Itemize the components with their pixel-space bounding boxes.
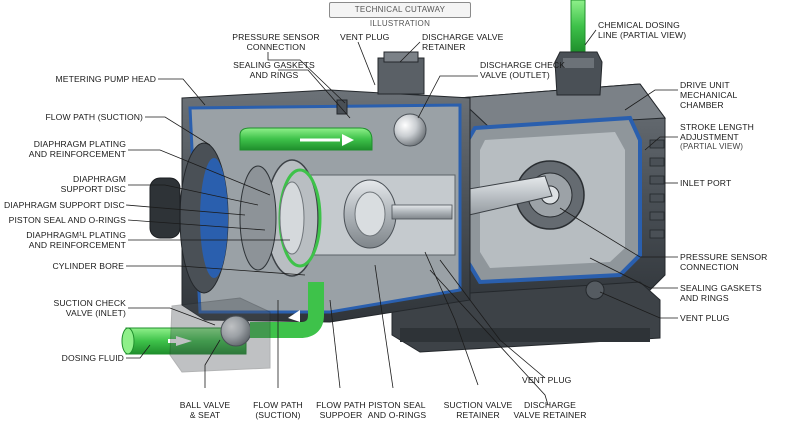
leader-lines	[125, 29, 678, 406]
label-vent-plug-right: VENT PLUG	[680, 313, 730, 323]
label-suction-valve-retainer: SUCTION VALVE RETAINER	[443, 400, 513, 420]
label-inlet-port: INLET PORT	[680, 178, 732, 188]
label-sealing-gaskets-right: SEALING GASKETS AND RINGS	[680, 283, 762, 303]
label-piston-seal-bottom: PISTON SEAL AND O-RINGS	[367, 400, 427, 420]
label-diaphragm-plating-bottom: DIAPHRAGM¹L PLATING AND REINFORCEMENT	[26, 230, 126, 250]
discharge-flow-channel	[239, 51, 427, 151]
label-ball-valve-seat: BALL VALVE & SEAT	[179, 400, 231, 420]
pump-head-housing	[149, 89, 471, 323]
suction-flow-channel	[121, 282, 324, 373]
label-diaphragm-plating-top: DIAPHRAGM PLATING AND REINFORCEMENT	[28, 139, 126, 159]
label-metering-pump-head: METERING PUMP HEAD	[55, 74, 156, 84]
label-discharge-check-valve-outlet: DISCHARGE CHECK VALVE (OUTLET)	[480, 60, 566, 80]
label-diaphragm-support-disc-b: DIAPHRAGM SUPPORT DISC	[4, 200, 125, 210]
label-stroke-length-partial: (PARTIAL VIEW)	[680, 142, 744, 151]
label-chemical-dosing-line: CHEMICAL DOSING LINE (PARTIAL VIEW)	[598, 20, 687, 40]
crank-assembly	[404, 160, 585, 230]
chemical-dosing-line	[554, 0, 603, 96]
label-drive-unit-chamber: DRIVE UNIT MECHANICAL CHAMBER	[680, 80, 738, 110]
label-suction-check-valve-inlet: SUCTION CHECK VALVE (INLET)	[53, 298, 126, 318]
label-sealing-gaskets-top: SEALING GASKETS AND RINGS	[233, 60, 315, 80]
label-flow-path-suction-bottom: FLOW PATH (SUCTION)	[253, 400, 303, 420]
label-stroke-length-adjustment: STROKE LENGTH ADJUSTMENT	[680, 122, 754, 142]
label-discharge-valve-retainer-bottom: DISCHARGE VALVE RETAINER	[513, 400, 587, 420]
label-cylinder-bore: CYLINDER BORE	[52, 261, 124, 271]
label-pressure-sensor-connection-top: PRESSURE SENSOR CONNECTION	[232, 32, 320, 52]
label-flow-path-suction-left: FLOW PATH (SUCTION)	[45, 112, 143, 122]
illustration-title-banner: TECHNICAL CUTAWAY ILLUSTRATION	[329, 2, 471, 28]
label-dosing-fluid: DOSING FLUID	[61, 353, 124, 363]
label-piston-seal-left: PISTON SEAL AND O-RINGS	[8, 215, 126, 225]
label-vent-plug-bottom: VENT PLUG	[522, 375, 572, 385]
label-flow-path-suppoer: FLOW PATH SUPPOER	[316, 400, 366, 420]
label-discharge-valve-retainer-top: DISCHARGE VALVE RETAINER	[422, 32, 504, 52]
label-pressure-sensor-connection-right: PRESSURE SENSOR CONNECTION	[680, 252, 768, 272]
label-vent-plug-top: VENT PLUG	[340, 32, 390, 42]
label-diaphragm-support-disc-a: DIAPHRAGM SUPPORT DISC	[60, 174, 126, 194]
